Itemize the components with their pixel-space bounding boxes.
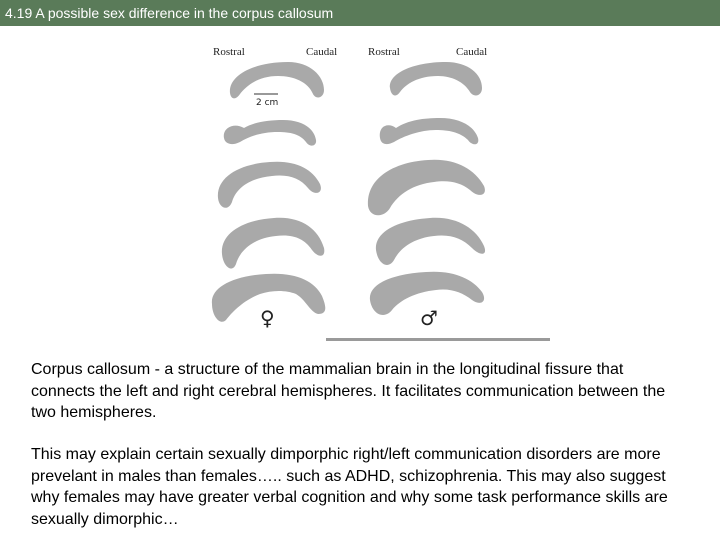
male-callosum-3 (367, 159, 485, 216)
male-callosum-set (367, 62, 486, 315)
corpus-callosum-figure: Rostral Caudal Rostral Caudal 2 cm ♀ ♂ (198, 38, 558, 348)
slide-title: 4.19 A possible sex difference in the co… (0, 0, 720, 26)
male-symbol: ♂ (420, 306, 438, 330)
callosum-shapes: 2 cm (211, 62, 550, 341)
female-callosum-3 (217, 161, 321, 208)
female-callosum-6 (258, 121, 278, 134)
caudal-label-female: Caudal (306, 46, 338, 58)
female-callosum-set (211, 62, 326, 322)
male-callosum-4 (375, 217, 486, 265)
female-callosum-1 (229, 62, 324, 99)
rostral-label-female: Rostral (213, 46, 245, 58)
female-symbol: ♀ (260, 306, 275, 330)
caudal-label-male: Caudal (456, 46, 488, 58)
female-callosum-5 (211, 273, 326, 322)
male-callosum-2 (379, 118, 479, 145)
scale-label: 2 cm (256, 98, 278, 108)
female-callosum-2 (223, 120, 317, 146)
male-callosum-5 (369, 271, 485, 315)
female-callosum-4 (221, 217, 325, 269)
rostral-label-male: Rostral (368, 46, 400, 58)
male-callosum-1 (389, 62, 482, 96)
definition-paragraph: Corpus callosum - a structure of the mam… (31, 361, 666, 421)
implication-paragraph: This may explain certain sexually dimpor… (31, 446, 668, 528)
figure-credit-line (326, 338, 550, 341)
